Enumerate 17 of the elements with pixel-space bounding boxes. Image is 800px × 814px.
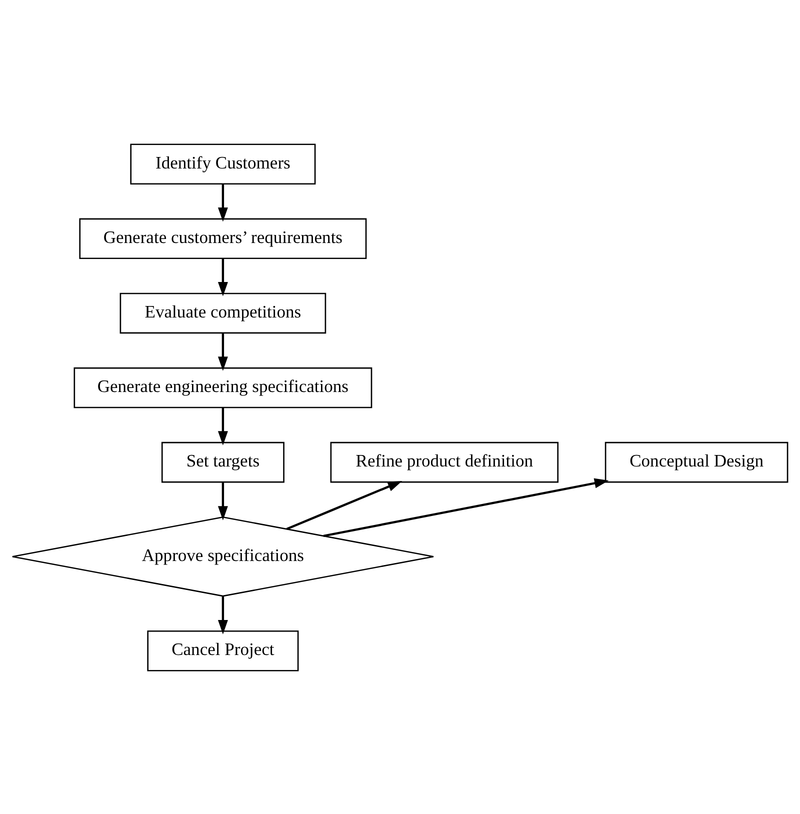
node-box: Generate engineering specifications — [74, 366, 372, 408]
node-box: Conceptual Design — [604, 441, 788, 482]
node-box: Identify Customers — [130, 143, 316, 184]
arrow — [218, 407, 228, 445]
arrow — [218, 258, 228, 296]
arrow — [323, 478, 609, 537]
arrow — [286, 480, 402, 530]
node-box: Generate customers’ requirements — [79, 218, 367, 259]
arrow — [218, 184, 228, 222]
node-diamond: Approve specifications — [12, 516, 434, 596]
node-box: Set targets — [161, 441, 284, 482]
node-box: Evaluate competitions — [120, 292, 326, 334]
node-box: Cancel Project — [147, 630, 299, 671]
arrow — [218, 596, 228, 634]
node-box: Refine product definition — [330, 441, 559, 482]
arrow — [218, 482, 228, 520]
arrow — [218, 332, 228, 370]
